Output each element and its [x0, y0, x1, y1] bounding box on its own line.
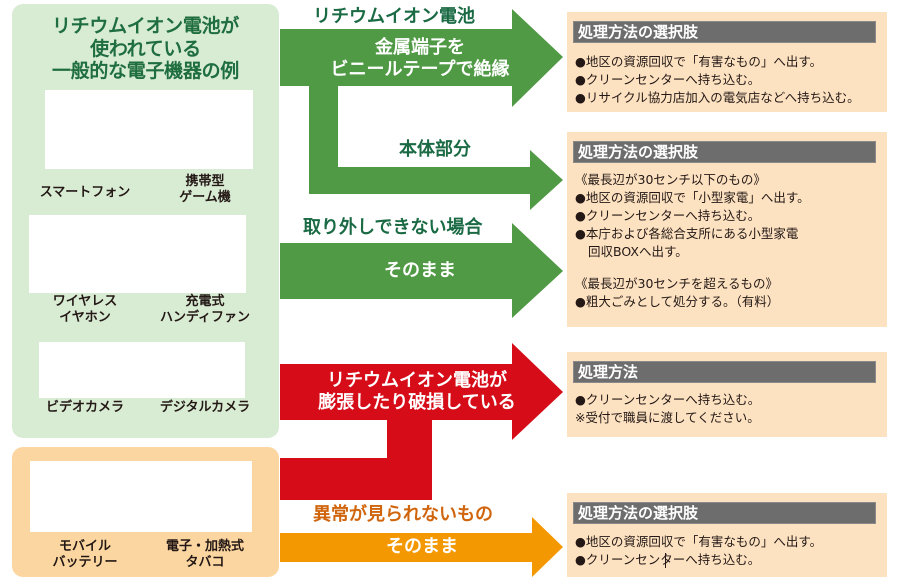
arrow-text-as-is: そのまま: [384, 260, 456, 281]
arrow-damaged: [280, 343, 563, 500]
list-item: ●クリーンセンターへ持ち込む。: [575, 208, 761, 223]
section-heading: 《最長辺が30センチを超えるもの》: [575, 276, 779, 291]
box-body: ●地区の資源回収で「有害なもの」へ出す。 ●クリーンセンターへ持ち込む。: [575, 533, 881, 569]
device-label-video-camera: ビデオカメラ: [45, 400, 124, 415]
list-item: ●クリーンセンターへ持ち込む。: [575, 72, 761, 87]
device-label-mobile-battery: モバイル バッテリー: [52, 539, 118, 570]
box-header: 処理方法: [573, 361, 876, 383]
box-header: 処理方法の選択肢: [573, 21, 876, 43]
device-label-wireless-earphones: ワイヤレス イヤホン: [52, 294, 118, 325]
arrow-non-removable: [280, 223, 563, 318]
list-item: ●地区の資源回収で「小型家電」へ出す。: [575, 190, 810, 205]
list-item: ●クリーンセンターへ持ち込む。: [575, 392, 761, 407]
list-item: ●地区の資源回収で「有害なもの」へ出す。: [575, 54, 823, 69]
arrow-text-damaged: リチウムイオン電池が 膨張したり破損している: [318, 370, 516, 413]
box-body: ●クリーンセンターへ持ち込む。 ※受付で職員に渡してください。: [575, 391, 881, 427]
device-label-digital-camera: デジタルカメラ: [159, 400, 251, 415]
title-line: 一般的な電子機器の例: [51, 60, 239, 82]
device-image-placeholder: [30, 461, 252, 532]
device-label-handy-fan: 充電式 ハンディファン: [159, 294, 251, 325]
arrow-text-insulate: 金属端子を ビニールテープで絶縁: [330, 37, 510, 80]
device-image-placeholder: [29, 215, 246, 293]
arrow-label-normal: 異常が見られないもの: [313, 504, 493, 525]
text-caret: [665, 553, 666, 568]
disposal-options-box: 処理方法の選択肢 ●地区の資源回収で「有害なもの」へ出す。 ●クリーンセンターへ…: [567, 493, 887, 577]
devices-panel-title: リチウムイオン電池が 使われている 一般的な電子機器の例: [12, 15, 279, 83]
list-item: ●粗大ごみとして処分する。（有料）: [575, 294, 780, 309]
box-header: 処理方法の選択肢: [573, 502, 876, 524]
arrow-label-non-removable: 取り外しできない場合: [303, 217, 483, 238]
device-label-e-cigarette: 電子・加熱式 タバコ: [165, 539, 244, 570]
disposal-options-box: 処理方法の選択肢 《最長辺が30センチ以下のもの》 ●地区の資源回収で「小型家電…: [567, 132, 887, 327]
spacer: [575, 261, 881, 275]
device-image-placeholder: [45, 90, 253, 169]
list-item: ●リサイクル協力店加入の電気店などへ持ち込む。: [575, 90, 860, 105]
title-line: 使われている: [90, 37, 201, 60]
list-item: ●地区の資源回収で「有害なもの」へ出す。: [575, 534, 823, 549]
arrow-label-body: 本体部分: [399, 139, 471, 160]
list-item: ●本庁および各総合支所にある小型家電: [575, 226, 799, 241]
disposal-options-box: 処理方法の選択肢 ●地区の資源回収で「有害なもの」へ出す。 ●クリーンセンターへ…: [567, 12, 887, 112]
list-item: ●クリーンセンターへ持ち込む。: [575, 552, 761, 567]
device-label-portable-game: 携帯型 ゲーム機: [179, 174, 231, 205]
section-heading: 《最長辺が30センチ以下のもの》: [575, 172, 766, 187]
note: ※受付で職員に渡してください。: [575, 410, 760, 425]
arrow-normal: [280, 517, 563, 577]
box-body: ●地区の資源回収で「有害なもの」へ出す。 ●クリーンセンターへ持ち込む。 ●リサ…: [575, 53, 881, 107]
arrow-battery-and-body: [280, 9, 563, 210]
device-image-placeholder: [39, 342, 245, 398]
list-item-continuation: 回収BOXへ出す。: [588, 244, 688, 259]
title-line: リチウムイオン電池が: [51, 15, 239, 37]
arrow-label-battery: リチウムイオン電池: [313, 6, 475, 27]
device-label-smartphone: スマートフォン: [39, 185, 131, 200]
arrow-text-as-is: そのまま: [386, 536, 458, 557]
box-body: 《最長辺が30センチ以下のもの》 ●地区の資源回収で「小型家電」へ出す。 ●クリ…: [575, 171, 881, 311]
disposal-method-box: 処理方法 ●クリーンセンターへ持ち込む。 ※受付で職員に渡してください。: [567, 352, 887, 437]
box-header: 処理方法の選択肢: [573, 141, 876, 163]
